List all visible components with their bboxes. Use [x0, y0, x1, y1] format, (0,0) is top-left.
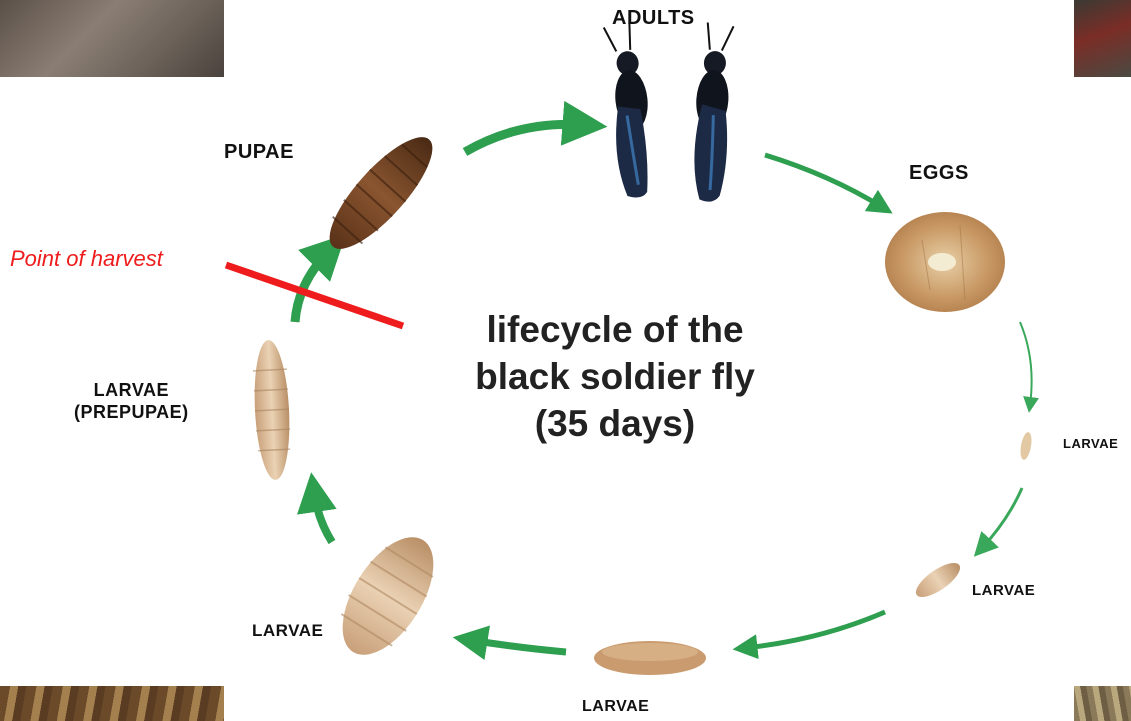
arrow-larvae-bottom [470, 640, 566, 652]
arrow-larvae-left [314, 492, 332, 542]
stage-label-prepupae-line2: (PREPUPAE) [74, 401, 189, 423]
stage-label-adults: ADULTS [612, 7, 695, 30]
title-line-3: (35 days) [440, 400, 790, 447]
title-line-2: black soldier fly [440, 353, 790, 400]
pupa-icon [315, 123, 447, 262]
arrow-larvae-bottom-right [745, 612, 885, 648]
arrow-adults-to-eggs [765, 155, 882, 207]
arrow-prepupae-to-pupae [295, 250, 330, 322]
title-line-1: lifecycle of the [440, 306, 790, 353]
adult-fly-icon [689, 22, 735, 203]
stage-label-larvae-3: LARVAE [252, 621, 323, 641]
stage-label-eggs: EGGS [909, 162, 969, 185]
stage-label-larvae-2: LARVAE [972, 582, 1035, 599]
stage-label-pupae: PUPAE [224, 141, 294, 164]
arrow-eggs-to-larvae [1020, 322, 1032, 405]
larva-bottom-left-icon [324, 522, 452, 670]
harvest-annotation: Point of harvest [10, 246, 163, 272]
adult-fly-icon [604, 22, 658, 199]
arrow-pupae-to-adults [465, 124, 585, 152]
stage-label-prepupae: LARVAE (PREPUPAE) [74, 379, 189, 423]
larva-right-icon [911, 557, 965, 603]
stage-label-larvae-1: LARVAE [1063, 436, 1118, 451]
stage-label-prepupae-line1: LARVAE [74, 379, 189, 401]
arrow-larvae-to-larvae [982, 488, 1022, 548]
prepupa-icon [251, 339, 292, 481]
diagram-title: lifecycle of the black soldier fly (35 d… [440, 306, 790, 447]
stage-label-larvae-4: LARVAE [582, 698, 649, 716]
small-larva-icon [1019, 431, 1034, 460]
